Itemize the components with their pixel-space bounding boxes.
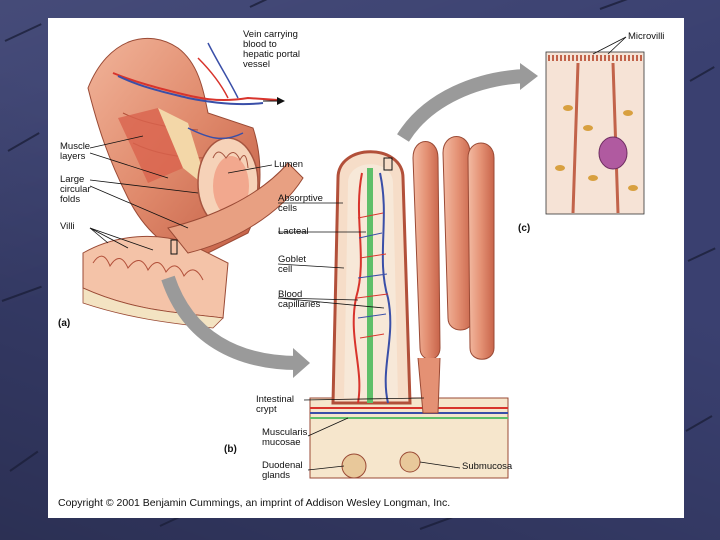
label-intestinal-crypt: Intestinal crypt: [256, 394, 295, 415]
bg-stroke: [687, 247, 716, 262]
label-muscularis-mucosae: Muscularis mucosae: [262, 427, 308, 448]
label-absorptive-cells: Absorptive cells: [278, 193, 323, 214]
label-duodenal-glands: Duodenal glands: [262, 460, 303, 481]
label-submucosa: Submucosa: [462, 461, 513, 472]
label-lacteal: Lacteal: [278, 226, 309, 237]
bg-stroke: [685, 415, 713, 432]
bg-stroke: [9, 450, 39, 472]
bg-stroke: [7, 132, 40, 152]
bg-stroke: [689, 66, 715, 82]
copyright-text: Copyright © 2001 Benjamin Cummings, an i…: [58, 497, 451, 509]
part-label-c: (c): [518, 223, 531, 234]
bg-stroke: [249, 0, 284, 8]
bg-stroke: [4, 23, 42, 42]
diagram-panel: Vein carrying blood to hepatic portal ve…: [48, 18, 684, 518]
arrow-a-to-b: [161, 275, 299, 370]
label-blood-capillaries: Blood capillaries: [278, 289, 321, 310]
absorptive-cell: [545, 51, 645, 215]
label-villi: Villi: [60, 221, 75, 232]
leader-lines: [89, 36, 627, 471]
villus-section: [309, 136, 509, 479]
intestine-tube: [82, 37, 304, 329]
part-label-a: (a): [58, 318, 71, 329]
bg-stroke: [1, 285, 42, 302]
label-lumen: Lumen: [274, 159, 304, 170]
label-muscle-layers: Muscle layers: [60, 141, 91, 162]
label-large-circular-folds: Large circular folds: [60, 174, 91, 205]
intestine-illustration: [82, 36, 645, 479]
bg-stroke: [599, 0, 638, 10]
label-goblet-cell: Goblet cell: [278, 254, 306, 275]
part-label-b: (b): [224, 444, 237, 455]
arrow-b-to-c: [397, 69, 527, 142]
label-vein: Vein carrying blood to hepatic portal ve…: [243, 29, 301, 70]
label-microvilli: Microvilli: [628, 31, 665, 42]
